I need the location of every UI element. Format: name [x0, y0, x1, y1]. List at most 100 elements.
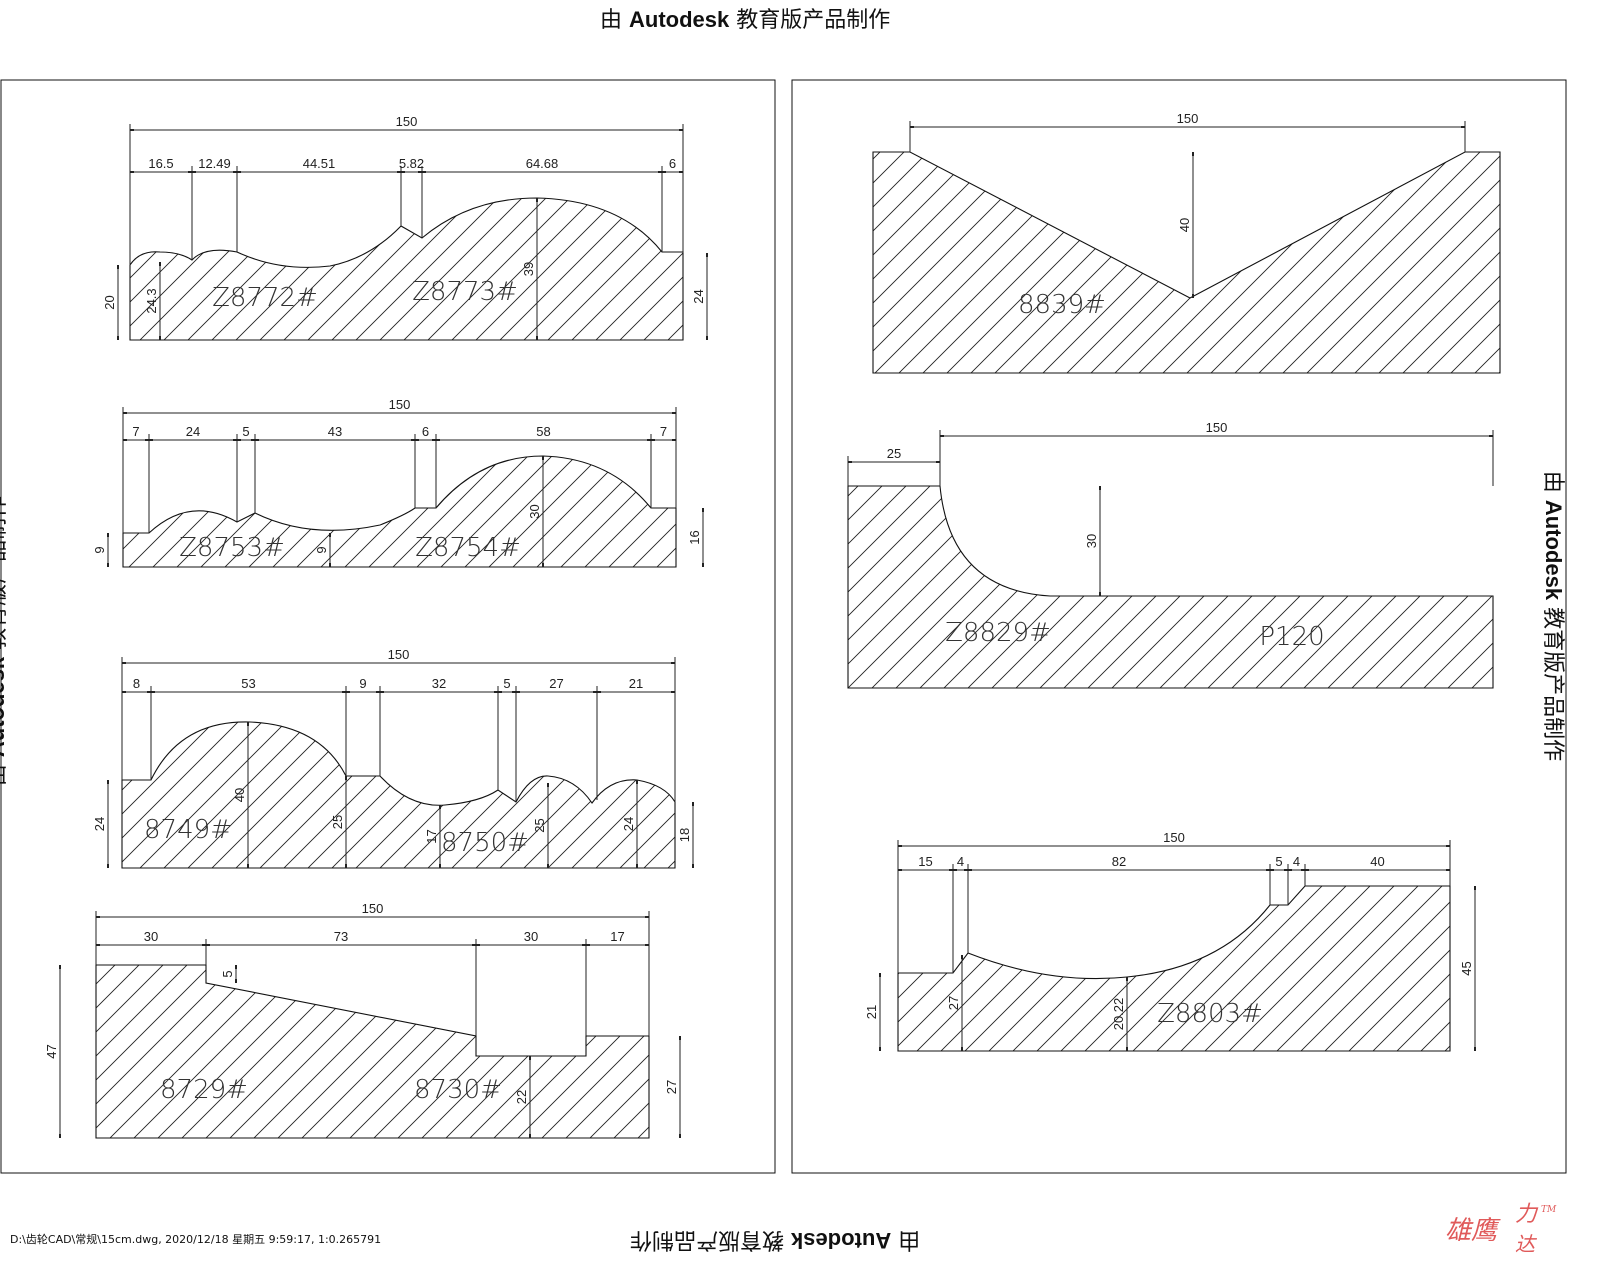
arrow-tick — [345, 776, 347, 780]
arrow-tick — [936, 461, 940, 463]
arrow-tick — [636, 780, 638, 784]
dimension-text: 5 — [220, 970, 235, 977]
arrow-tick — [418, 171, 422, 173]
profile-section — [872, 151, 1501, 374]
arrow-tick — [536, 336, 538, 340]
dimension-text: 150 — [1177, 111, 1199, 126]
arrow-tick — [151, 691, 155, 693]
arrow-tick — [940, 435, 944, 437]
profile-label: Z8773# — [412, 277, 518, 307]
dimension-text: 5 — [1275, 854, 1282, 869]
arrow-tick — [439, 805, 441, 809]
dimension-text: 150 — [389, 397, 411, 412]
dimension-text: 25 — [532, 818, 547, 832]
dimension-text: 9 — [359, 676, 366, 691]
dimension-text: 27 — [549, 676, 563, 691]
dimension-text: 6 — [669, 156, 676, 171]
arrow-tick — [251, 439, 255, 441]
dimension-text: 150 — [1206, 420, 1228, 435]
wm-prefix: 由 — [891, 1227, 921, 1252]
dimension-text: 7 — [132, 424, 139, 439]
arrow-tick — [953, 869, 957, 871]
dimension-text: 5 — [242, 424, 249, 439]
arrow-tick — [706, 253, 708, 257]
dimension-text: 24.3 — [144, 288, 159, 313]
dimension-text: 39 — [521, 262, 536, 276]
arrow-tick — [130, 171, 134, 173]
arrow-tick — [494, 691, 498, 693]
profile-section — [121, 721, 676, 869]
arrow-tick — [149, 439, 153, 441]
arrow-tick — [547, 864, 549, 868]
dimension-text: 53 — [241, 676, 255, 691]
dimension-text: 73 — [334, 929, 348, 944]
arrow-tick — [586, 944, 590, 946]
arrow-tick — [188, 171, 192, 173]
arrow-tick — [671, 662, 675, 664]
arrow-tick — [233, 171, 237, 173]
dimension-text: 45 — [1459, 961, 1474, 975]
arrow-tick — [147, 691, 151, 693]
profile-section — [897, 885, 1451, 1052]
arrow-tick — [376, 691, 380, 693]
arrow-tick — [237, 171, 241, 173]
arrow-tick — [679, 129, 683, 131]
dimension-text: 9 — [314, 546, 329, 553]
arrow-tick — [898, 845, 902, 847]
arrow-tick — [202, 944, 206, 946]
arrow-tick — [342, 691, 346, 693]
arrow-tick — [672, 439, 676, 441]
arrow-tick — [329, 533, 331, 537]
dimension-text: 30 — [1084, 534, 1099, 548]
arrow-tick — [1284, 869, 1288, 871]
dimension-text: 40 — [232, 788, 247, 802]
arrow-tick — [702, 563, 704, 567]
arrow-tick — [529, 1134, 531, 1138]
arrow-tick — [645, 944, 649, 946]
arrow-tick — [422, 171, 426, 173]
dimension-text: 44.51 — [303, 156, 336, 171]
arrow-tick — [512, 691, 516, 693]
profile-section — [129, 197, 684, 341]
arrow-tick — [397, 171, 401, 173]
arrow-tick — [122, 662, 126, 664]
profile-label: Z8829# — [945, 618, 1051, 648]
arrow-tick — [432, 439, 436, 441]
arrow-tick — [879, 973, 881, 977]
arrow-tick — [1099, 592, 1101, 596]
arrow-tick — [329, 563, 331, 567]
arrow-tick — [1474, 1047, 1476, 1051]
arrow-tick — [1192, 294, 1194, 298]
wm-suffix: 教育版产品制作 — [630, 1227, 791, 1252]
arrow-tick — [346, 691, 350, 693]
dimension-text: 150 — [1163, 830, 1185, 845]
dimension-text: 25 — [330, 815, 345, 829]
arrow-tick — [968, 869, 972, 871]
arrow-tick — [439, 864, 441, 868]
dimension-text: 32 — [432, 676, 446, 691]
arrow-tick — [593, 691, 597, 693]
arrow-tick — [662, 171, 666, 173]
arrow-tick — [679, 171, 683, 173]
arrow-tick — [964, 869, 968, 871]
wm-prefix: 由 — [600, 8, 629, 33]
arrow-tick — [345, 864, 347, 868]
dimension-text: 24 — [691, 289, 706, 303]
dimension-text: 150 — [362, 901, 384, 916]
logo-text: 力 — [1515, 1202, 1538, 1227]
arrow-tick — [536, 198, 538, 202]
arrow-tick — [107, 780, 109, 784]
arrow-tick — [436, 439, 440, 441]
arrow-tick — [247, 722, 249, 726]
arrow-tick — [476, 944, 480, 946]
arrow-tick — [582, 944, 586, 946]
arrow-tick — [910, 126, 914, 128]
dimension-text: 22 — [514, 1090, 529, 1104]
dimension-text: 24 — [92, 817, 107, 831]
dimension-text: 27 — [664, 1080, 679, 1094]
wm-brand: Autodesk — [791, 1228, 892, 1253]
arrow-tick — [1489, 435, 1493, 437]
arrow-tick — [597, 691, 601, 693]
arrow-tick — [679, 1134, 681, 1138]
profile-section — [122, 455, 677, 568]
